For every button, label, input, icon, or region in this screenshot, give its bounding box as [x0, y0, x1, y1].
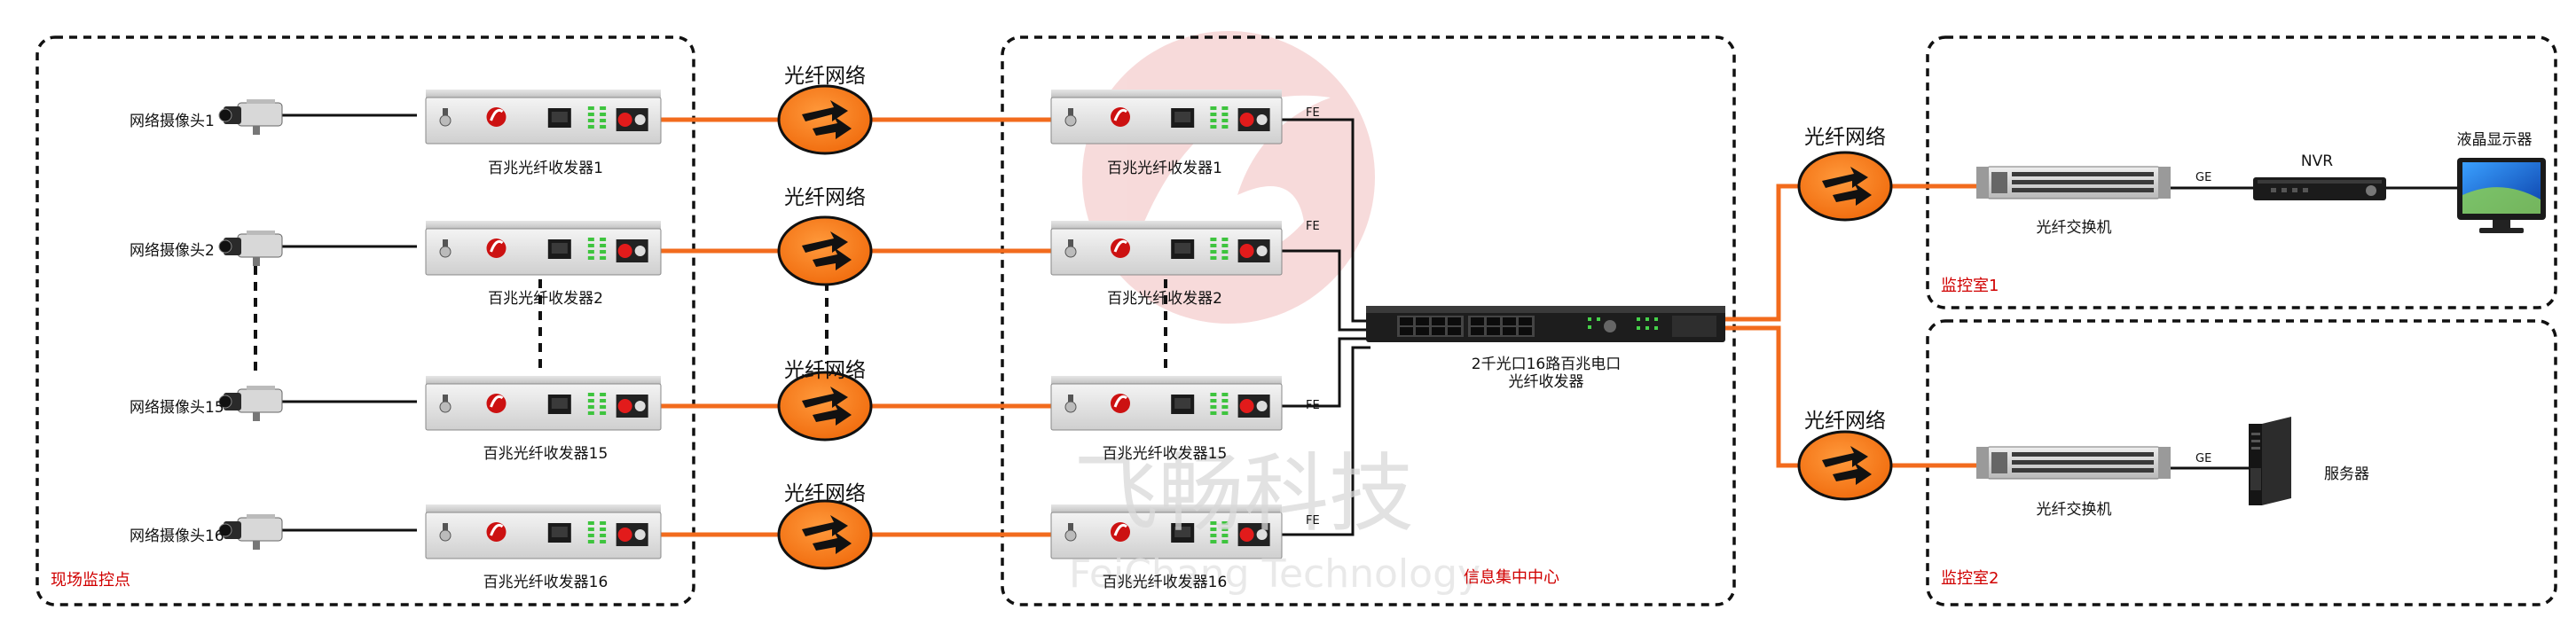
- room1-switch-label: 光纤交换机: [2036, 219, 2112, 237]
- cameras: [218, 99, 283, 550]
- camera-icon: [218, 231, 283, 266]
- fiber-network-cloud-icon: [777, 84, 873, 155]
- fe-links: [1282, 118, 1370, 536]
- watermark-logo-swirl: [1144, 95, 1331, 257]
- watermark-en: FeiChang Technology: [1069, 551, 1480, 597]
- fiber-network-cloud-icon: [777, 499, 873, 570]
- right-tx-label-16: 百兆光纤收发器16: [1102, 574, 1228, 591]
- ge-label-room1: GE: [2195, 171, 2212, 184]
- lcd-display: [2457, 158, 2546, 233]
- continuation-dashes: [254, 266, 1167, 377]
- fiber-label-16: 光纤网络: [784, 482, 866, 505]
- camera-label-2: 网络摄像头2: [130, 242, 215, 260]
- zone-label-site: 现场监控点: [51, 571, 130, 590]
- transceiver-box: [425, 90, 662, 145]
- transceiver-box: [425, 221, 662, 276]
- left-tx-label-1: 百兆光纤收发器1: [488, 160, 603, 177]
- right-tx-label-15: 百兆光纤收发器15: [1102, 445, 1228, 463]
- zone-room1: [1926, 35, 2557, 309]
- camera-icon: [218, 99, 283, 135]
- aggregator-label-line2: 光纤收发器: [1508, 373, 1584, 391]
- server-tower: [2249, 417, 2291, 505]
- fiber-label-1: 光纤网络: [784, 65, 866, 88]
- right-tx-label-2: 百兆光纤收发器2: [1107, 290, 1222, 308]
- fiber-network-cloud-icon: [777, 215, 873, 286]
- left-tx-label-15: 百兆光纤收发器15: [483, 445, 609, 463]
- server-label: 服务器: [2324, 465, 2369, 483]
- fe-label-2: FE: [1306, 220, 1320, 233]
- transceiver-box: [1050, 221, 1283, 276]
- nvr-label: NVR: [2300, 152, 2334, 170]
- zone-label-room2: 监控室2: [1941, 569, 1999, 588]
- camera-icon: [218, 386, 283, 421]
- zone-center: [1001, 35, 1736, 606]
- fiber-label-room2: 光纤网络: [1804, 410, 1886, 433]
- right-transceivers: [1050, 90, 1283, 559]
- transceiver-box: [1050, 504, 1283, 559]
- camera-label-1: 网络摄像头1: [130, 113, 215, 130]
- room2-switch-label: 光纤交换机: [2036, 501, 2112, 519]
- fiber-network-cloud-icon: [1797, 151, 1893, 222]
- transceiver-box: [1050, 90, 1283, 145]
- camera-label-15: 网络摄像头15: [130, 399, 224, 417]
- watermark: [1082, 31, 1375, 324]
- nvr-device: [2253, 177, 2386, 200]
- fe-label-1: FE: [1306, 106, 1320, 120]
- left-transceivers: [425, 90, 662, 559]
- fiber-network-cloud-icon: [1797, 430, 1893, 501]
- transceiver-box: [425, 376, 662, 431]
- zone-label-center: 信息集中中心: [1464, 568, 1559, 587]
- camera-links: [282, 113, 417, 532]
- fiber-switch-room1: [1976, 166, 2171, 199]
- transceiver-box: [425, 504, 662, 559]
- fiber-label-room1: 光纤网络: [1804, 126, 1886, 149]
- camera-icon: [218, 514, 283, 550]
- left-tx-label-16: 百兆光纤收发器16: [483, 574, 609, 591]
- aggregator-label-line1: 2千光口16路百兆电口: [1471, 356, 1622, 373]
- fiber-clouds: [777, 84, 1893, 570]
- left-tx-label-2: 百兆光纤收发器2: [488, 290, 603, 308]
- zone-room2: [1926, 319, 2557, 606]
- display-label: 液晶显示器: [2456, 131, 2533, 149]
- fe-label-15: FE: [1306, 399, 1320, 412]
- zone-label-room1: 监控室1: [1941, 277, 1999, 295]
- fiber-label-2: 光纤网络: [784, 186, 866, 209]
- zone-site: [35, 35, 695, 606]
- right-tx-label-1: 百兆光纤收发器1: [1107, 160, 1222, 177]
- fiber-label-15: 光纤网络: [784, 359, 866, 382]
- camera-label-16: 网络摄像头16: [130, 528, 224, 545]
- fiber-switch-room2: [1976, 446, 2171, 480]
- fe-label-16: FE: [1306, 514, 1320, 528]
- fiber-network-cloud-icon: [777, 371, 873, 442]
- ge-links: [2160, 186, 2457, 470]
- watermark-cn: 飞畅科技: [1073, 444, 1414, 543]
- ge-label-room2: GE: [2195, 452, 2212, 465]
- aggregator-transceiver: [1366, 306, 1725, 342]
- transceiver-box: [1050, 376, 1283, 431]
